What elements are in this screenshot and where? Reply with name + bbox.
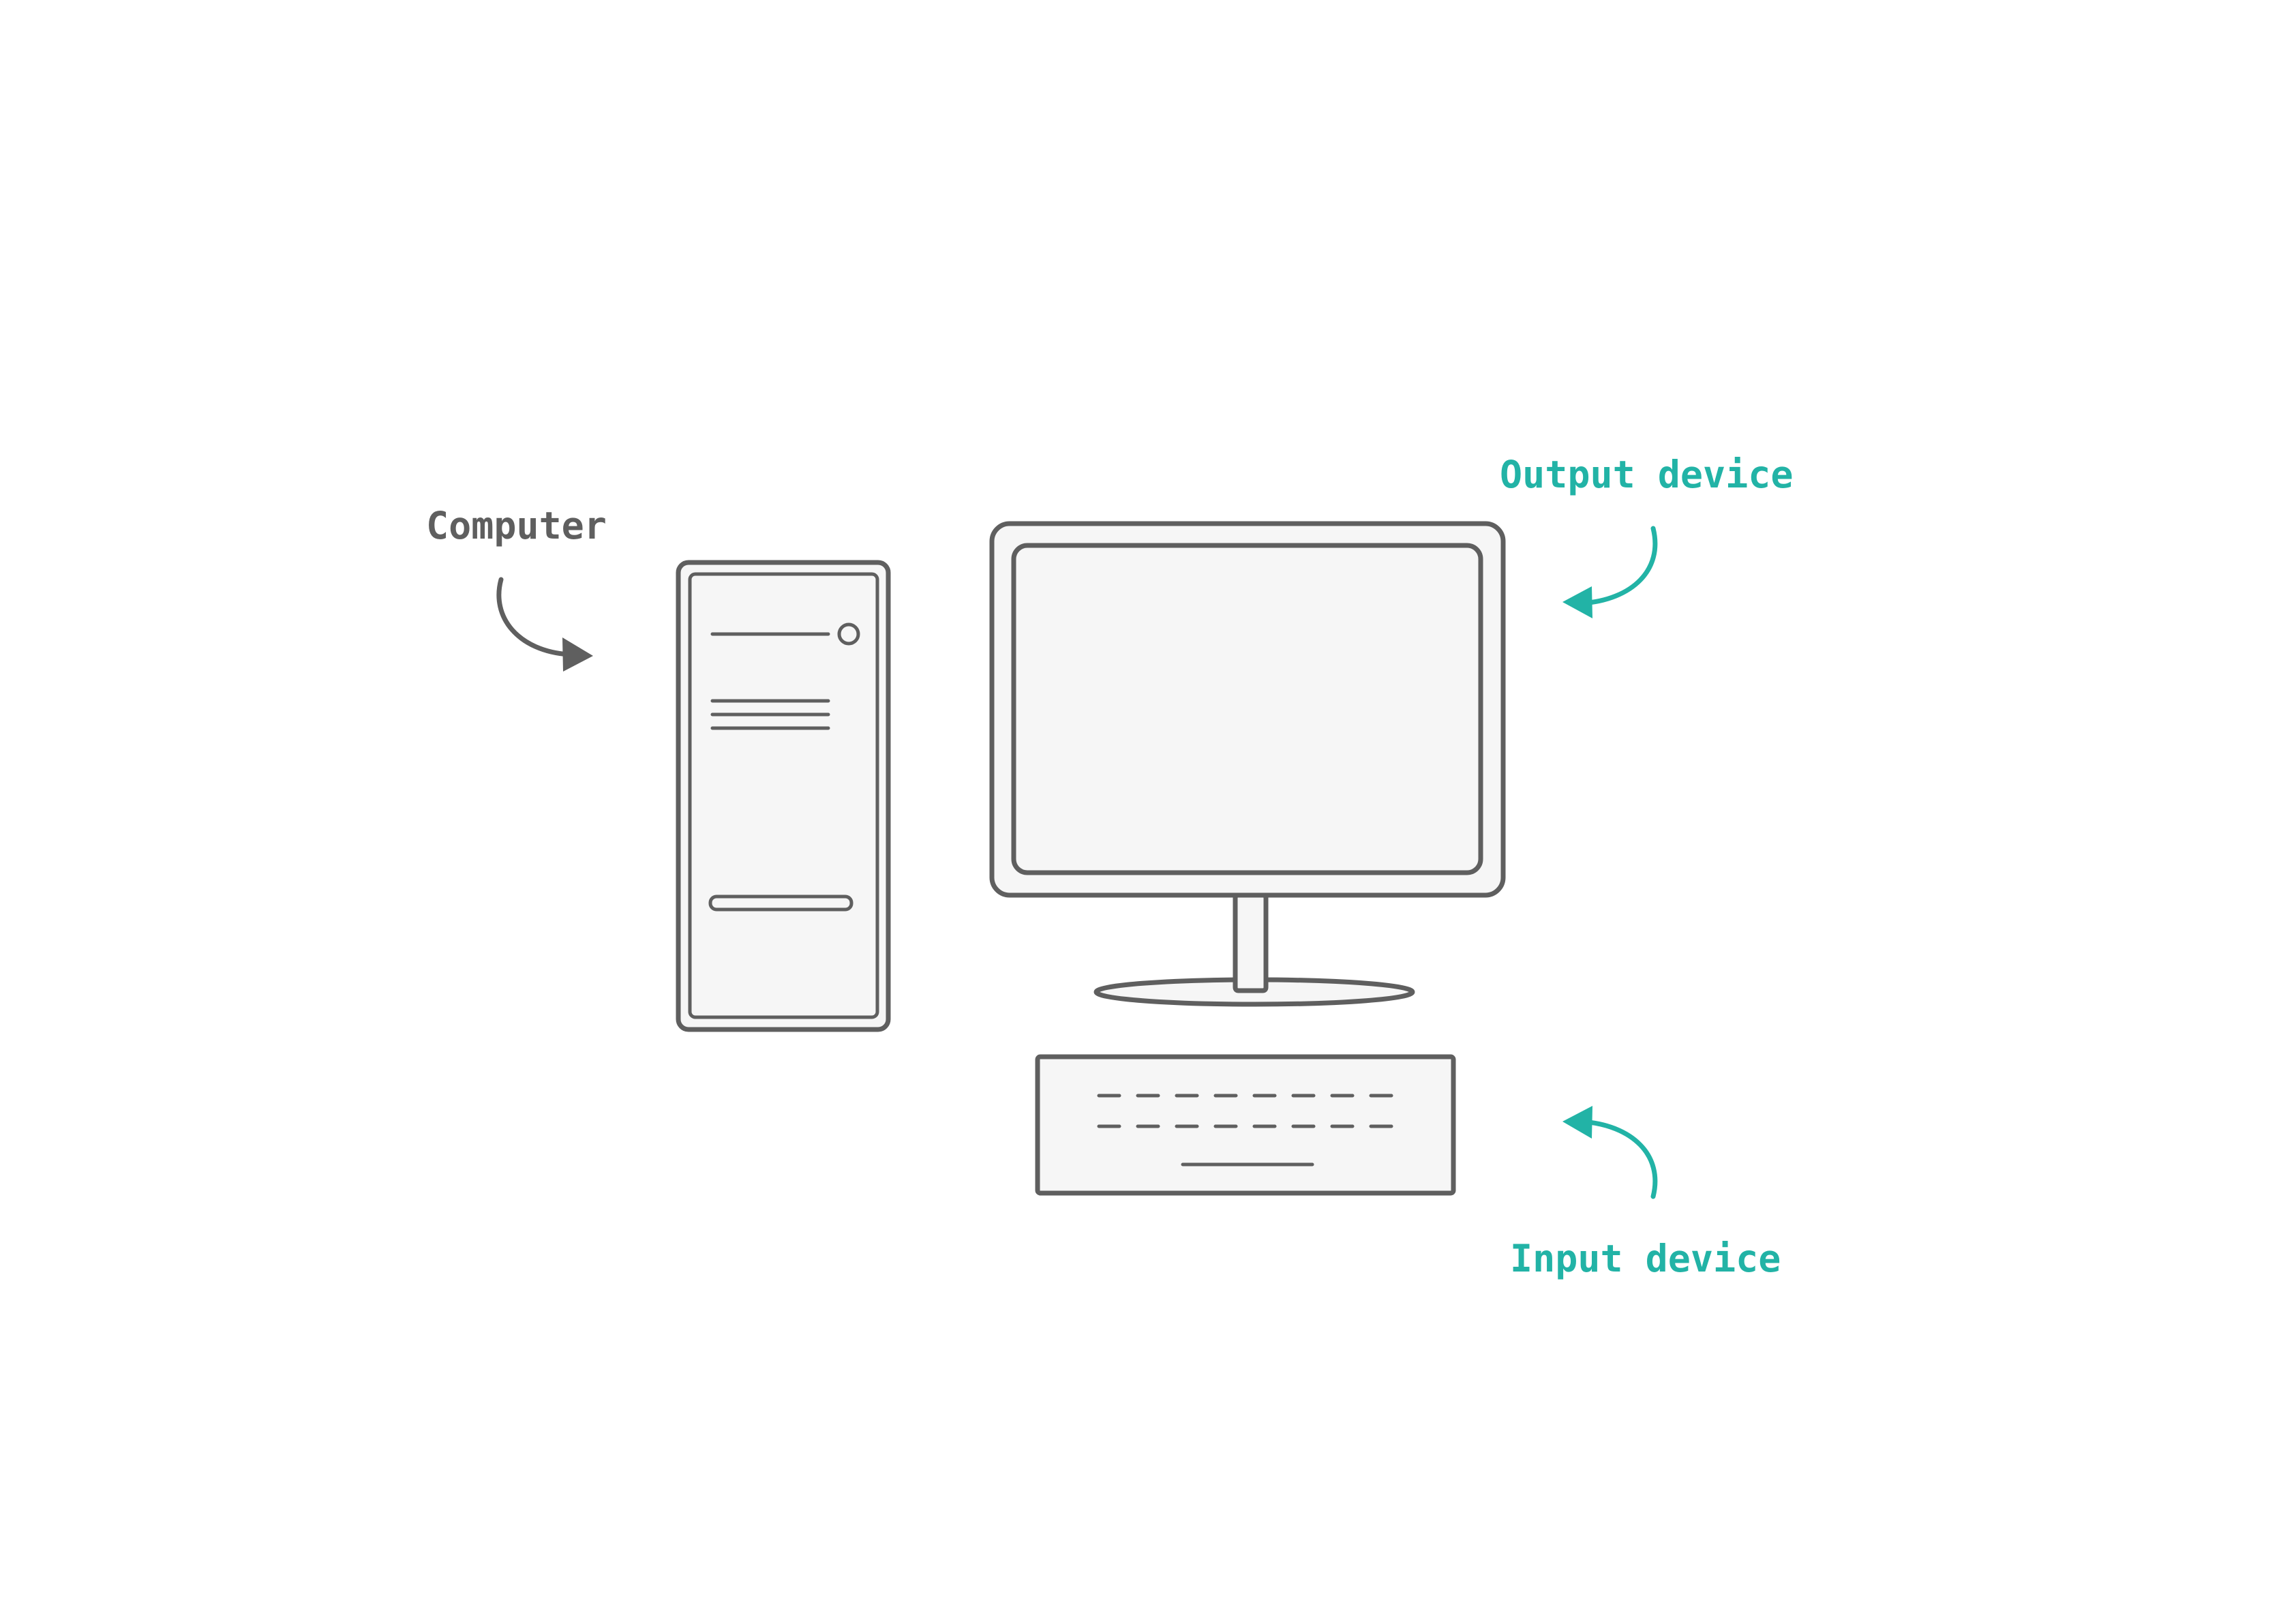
power-button (837, 622, 860, 646)
input-device-label: Input device (1510, 1237, 1781, 1280)
drive-slot (708, 894, 854, 912)
input-arrow (1562, 1106, 1658, 1199)
computer-label: Computer (426, 504, 607, 547)
computer-arrow (496, 577, 593, 672)
output-arrow (1562, 526, 1658, 618)
desktop-tower-icon (676, 560, 891, 1032)
monitor-icon (989, 521, 1506, 1007)
monitor-screen (1011, 543, 1483, 875)
keyboard-icon (1035, 1054, 1456, 1196)
output-device-label: Output device (1500, 453, 1793, 496)
